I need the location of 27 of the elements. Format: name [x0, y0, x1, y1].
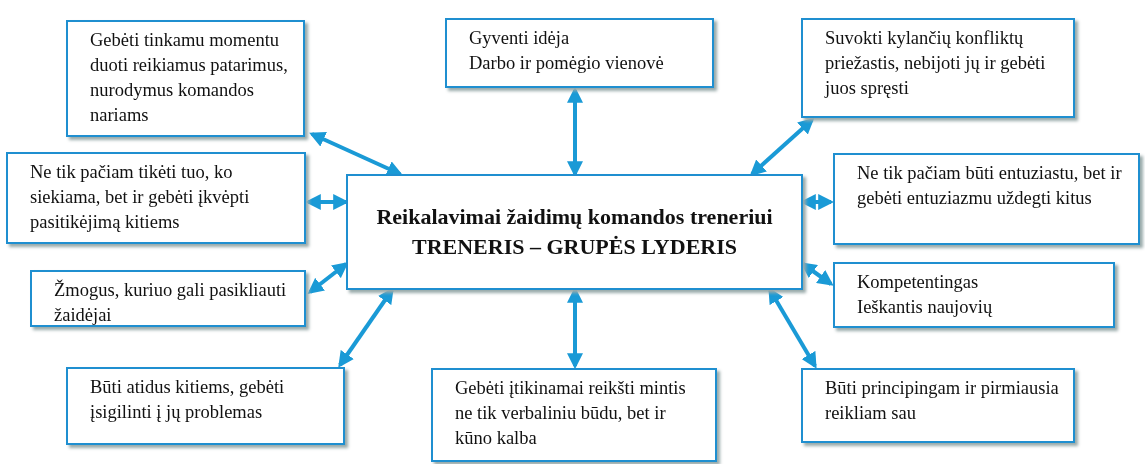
requirement-text: Darbo ir pomėgio vienovė [469, 52, 665, 75]
heading-text: Reikalavimai žaidimų komandos treneriui [375, 203, 774, 231]
requirement-text: Gyventi idėja [469, 27, 571, 50]
requirement-box [445, 18, 714, 88]
requirement-text: Gebėti įtikinamai reikšti mintis ne tik verbaliniu būdu, bet ir kūno kalba [455, 377, 687, 450]
requirement-text: Būti atidus kitiems, gebėti įsigilinti į jų problemas [90, 376, 286, 424]
double-arrow [749, 117, 815, 177]
requirement-text: Ieškantis naujovių [857, 296, 994, 319]
requirement-box [833, 262, 1115, 328]
requirement-box [6, 152, 306, 244]
double-arrow [309, 132, 403, 176]
subheading-text: TRENERIS – GRUPĖS LYDERIS [411, 233, 738, 261]
requirement-box [66, 367, 345, 445]
requirement-text: Ne tik pačiam tikėti tuo, ko siekiama, bet ir gebėti įkvėpti pasitikėjimą kitiems [30, 161, 251, 234]
requirement-box [431, 368, 717, 462]
requirement-text: Ne tik pačiam būti entuziastu, bet ir gebėti entuziazmu uždegti kitus [857, 162, 1123, 210]
requirement-text: Suvokti kylančių konfliktų priežastis, nebijoti jų ir gebėti juos spręsti [825, 27, 1047, 100]
requirement-box [801, 368, 1075, 443]
requirement-box [66, 20, 305, 137]
requirement-text: Būti principingam ir pirmiausia reikliam sau [825, 377, 1060, 425]
requirement-text: Kompetentingas [857, 271, 980, 294]
requirement-box [30, 270, 306, 327]
requirement-box [833, 153, 1140, 245]
requirement-box [801, 18, 1075, 118]
requirement-text: Žmogus, kuriuo gali pasikliauti žaidėjai [54, 278, 288, 327]
central-box [346, 174, 803, 290]
requirement-text: Gebėti tinkamu momentu duoti reikiamus patarimus, nurodymus komandos nariams [90, 29, 289, 127]
